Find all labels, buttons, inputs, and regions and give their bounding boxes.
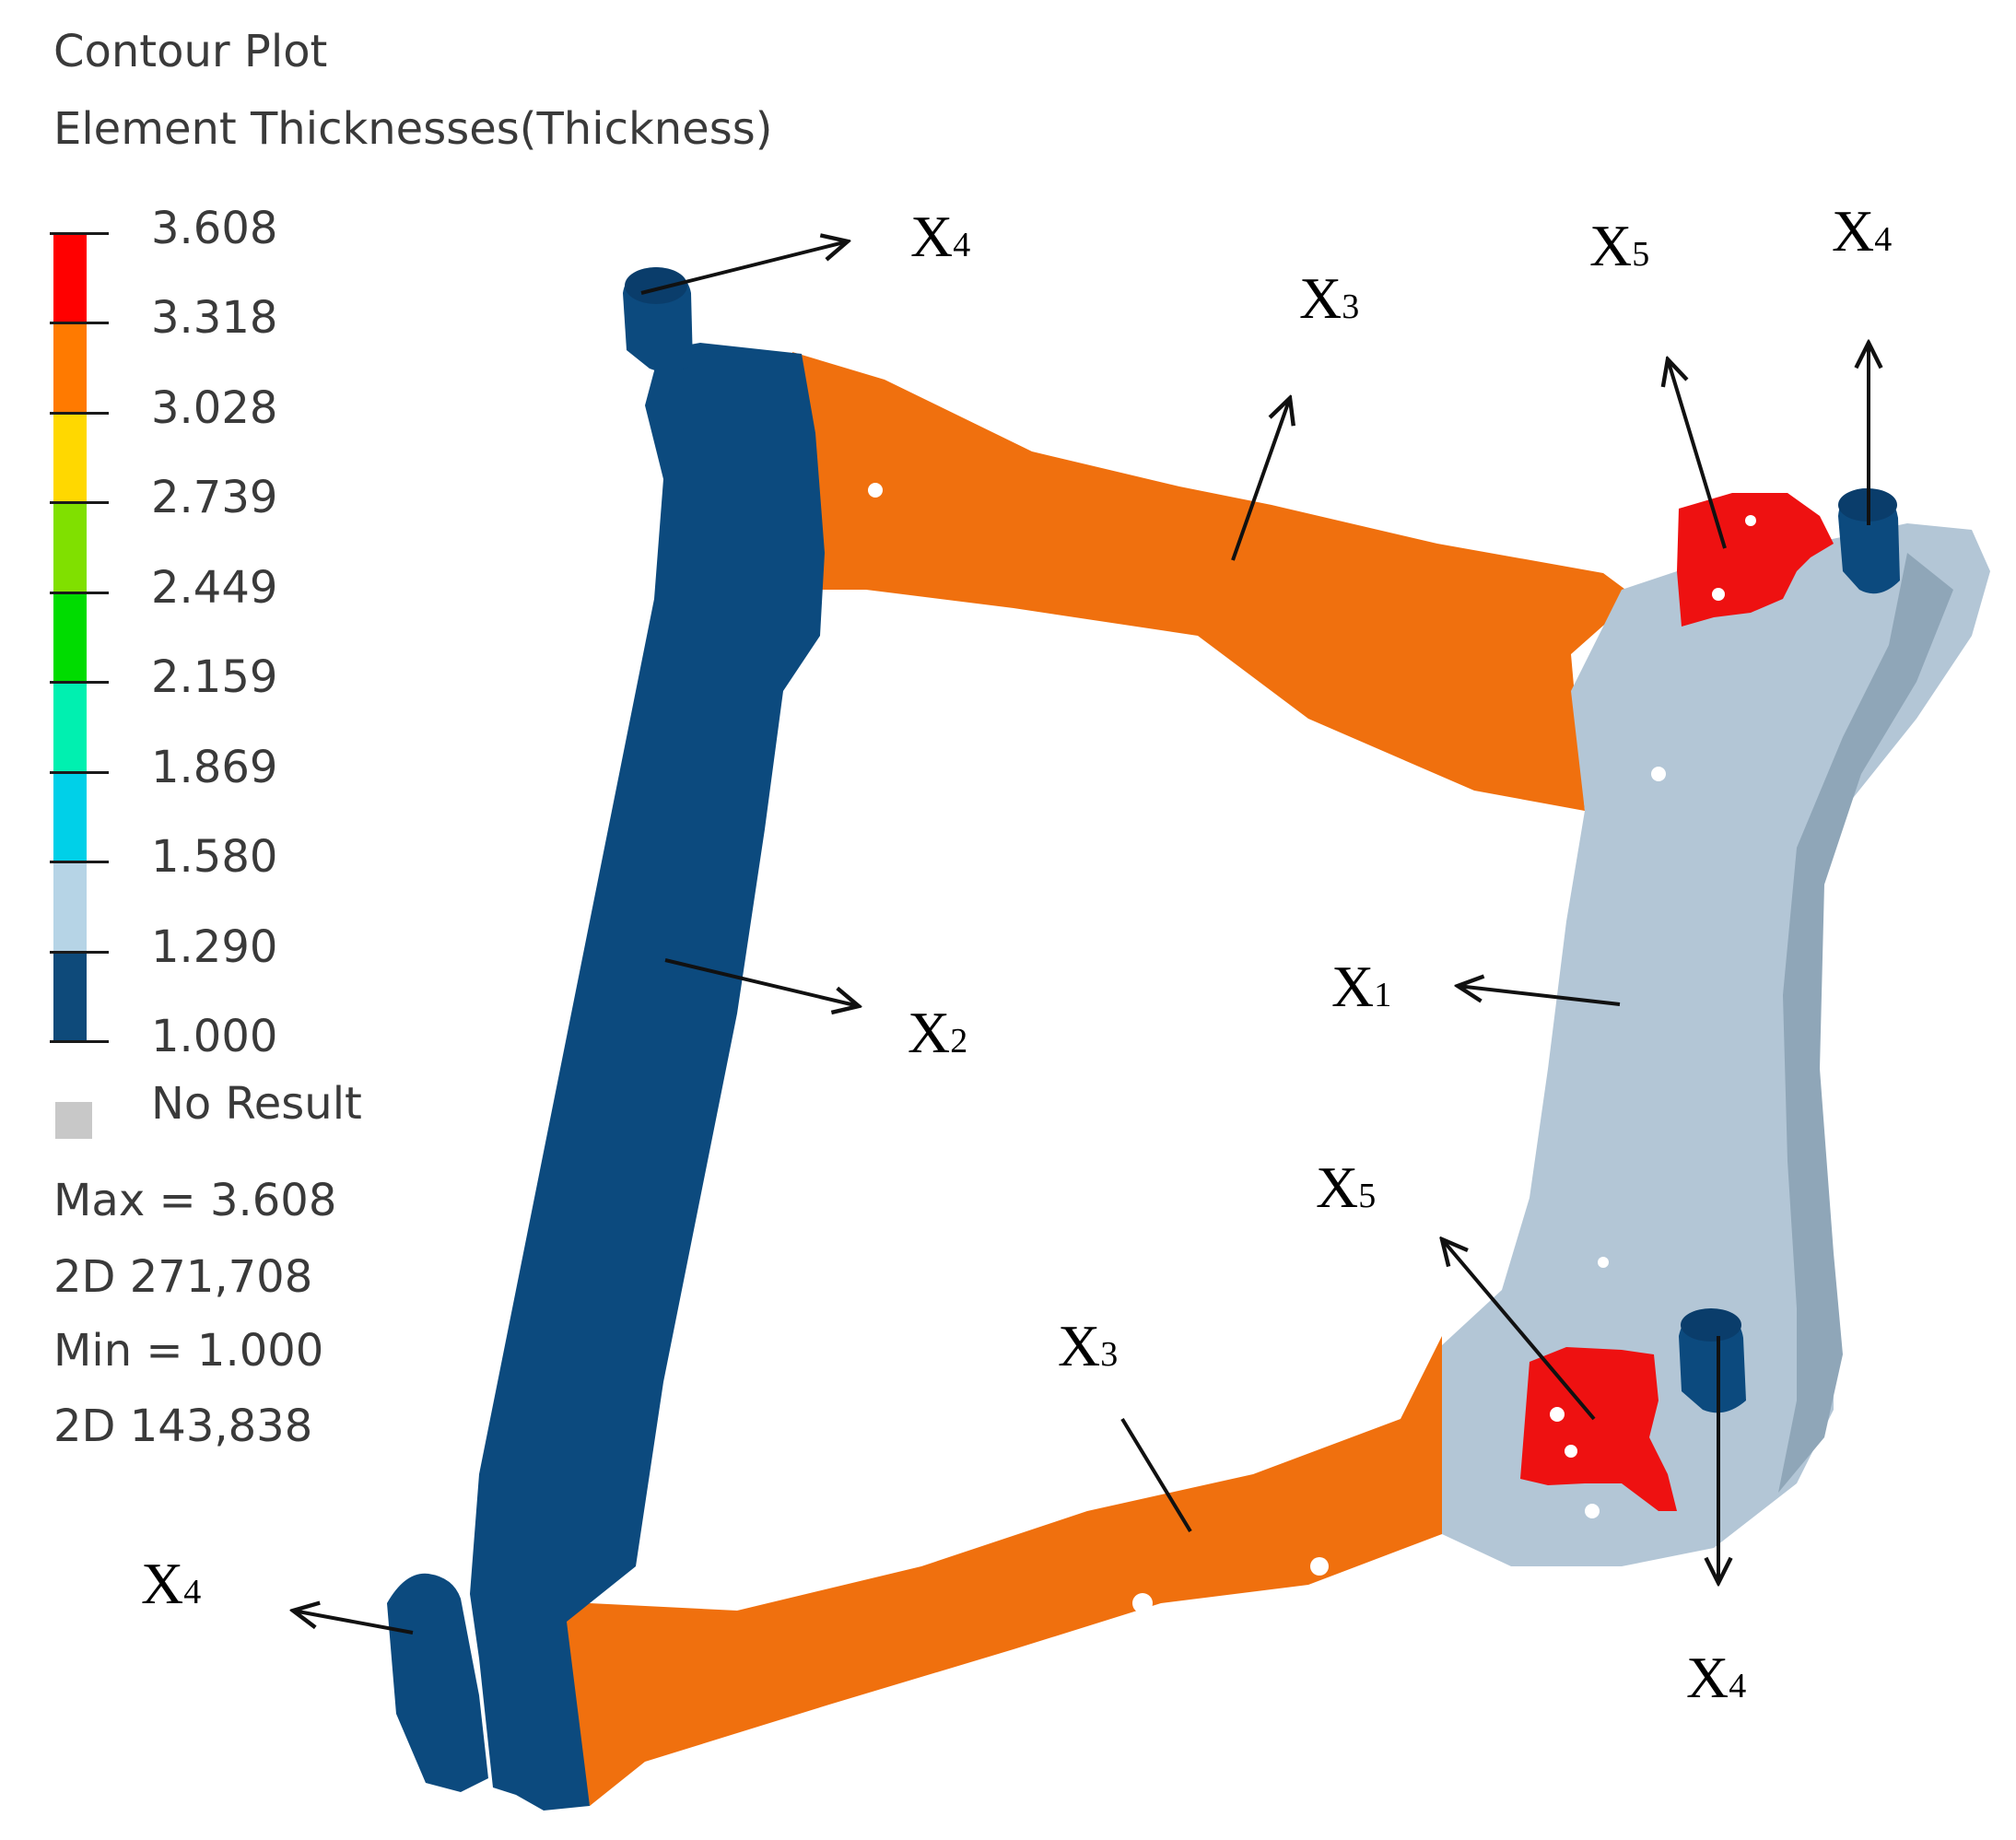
legend-tick-label: 1.580 xyxy=(151,831,278,883)
legend-tick-label: 1.869 xyxy=(151,742,278,793)
color-legend-bar xyxy=(53,232,87,1041)
legend-tick xyxy=(50,412,109,415)
legend-swatch-7 xyxy=(53,771,87,861)
legend-swatch-6 xyxy=(53,681,87,771)
arrow-x5-top xyxy=(1668,359,1727,549)
legend-tick-label: 2.449 xyxy=(151,562,278,614)
legend-swatch-8 xyxy=(53,861,87,951)
legend-tick-label: 1.290 xyxy=(151,921,278,973)
hole xyxy=(1598,1257,1609,1268)
hole xyxy=(1745,515,1756,526)
label-x4-bottom-right: X4 xyxy=(1686,1645,1746,1710)
arrow-x1 xyxy=(1458,986,1621,1006)
x4-mount-bottom-left xyxy=(387,1573,488,1792)
arrow-x5-bottom xyxy=(1442,1239,1596,1421)
legend-tick-label: 3.608 xyxy=(151,203,278,254)
no-result-swatch xyxy=(55,1102,92,1139)
x5-bracket-bottom xyxy=(1520,1347,1677,1511)
legend-tick xyxy=(50,592,109,594)
arrow-x3-bottom xyxy=(1120,1417,1192,1533)
label-x3-bottom: X3 xyxy=(1058,1313,1118,1378)
legend-tick-label: 3.318 xyxy=(151,292,278,344)
label-x2: X2 xyxy=(908,1000,967,1065)
label-x3-top: X3 xyxy=(1299,265,1359,331)
x3-upper-arm xyxy=(792,352,1635,811)
x3-lower-arm xyxy=(560,1336,1442,1806)
legend-swatch-9 xyxy=(53,951,87,1041)
legend-swatch-5 xyxy=(53,592,87,682)
legend-tick xyxy=(50,771,109,774)
callout-arrows xyxy=(293,241,1869,1635)
legend-tick xyxy=(50,501,109,504)
arrow-x4-top-left xyxy=(640,241,848,295)
legend-tick xyxy=(50,232,109,235)
hole xyxy=(1310,1557,1329,1576)
legend-swatch-2 xyxy=(53,322,87,412)
arrow-x3-top xyxy=(1231,398,1290,561)
label-x4-bottom-left: X4 xyxy=(141,1551,201,1616)
arrow-x2 xyxy=(664,958,859,1006)
callout-labels: X4 X3 X5 X4 X1 X2 X5 X3 X4 X4 xyxy=(141,198,1892,1710)
legend-tick xyxy=(50,951,109,954)
legend-swatch-1 xyxy=(53,232,87,322)
legend-tick xyxy=(50,861,109,863)
label-x4-top-right: X4 xyxy=(1832,198,1892,264)
hole xyxy=(1651,767,1666,781)
label-x1: X1 xyxy=(1331,954,1391,1019)
label-x5-top: X5 xyxy=(1589,213,1649,278)
x4-mount-top-left-cap xyxy=(625,267,687,304)
legend-tick-label: 2.159 xyxy=(151,651,278,703)
hole xyxy=(1132,1593,1153,1613)
legend-tick-label: 3.028 xyxy=(151,382,278,434)
legend-swatch-3 xyxy=(53,412,87,502)
label-x5-bottom: X5 xyxy=(1316,1154,1376,1220)
mounting-holes xyxy=(868,483,1756,1613)
legend-tick xyxy=(50,1040,109,1043)
plot-subtitle: Element Thicknesses(Thickness) xyxy=(53,103,773,155)
hole xyxy=(1712,588,1725,601)
max-element-id: 2D 271,708 xyxy=(53,1251,313,1303)
plot-title: Contour Plot xyxy=(53,26,328,77)
min-value: Min = 1.000 xyxy=(53,1325,324,1377)
min-element-id: 2D 143,838 xyxy=(53,1401,313,1452)
legend-tick xyxy=(50,681,109,684)
legend-tick-label: 2.739 xyxy=(151,472,278,523)
arrow-x4-bottom-left xyxy=(293,1611,414,1635)
legend-tick xyxy=(50,322,109,324)
no-result-label: No Result xyxy=(151,1078,362,1130)
x4-mount-bottom-right-cap xyxy=(1681,1308,1741,1342)
hole xyxy=(1550,1407,1565,1422)
legend-tick-label: 1.000 xyxy=(151,1011,278,1062)
max-value: Max = 3.608 xyxy=(53,1175,337,1226)
hole xyxy=(868,483,883,498)
hole xyxy=(1565,1445,1577,1458)
x2-front-side-rail xyxy=(470,343,825,1811)
hole xyxy=(1585,1504,1600,1518)
x1-flange-shade xyxy=(1778,553,1953,1493)
label-x4-top-left: X4 xyxy=(910,204,970,269)
legend-swatch-4 xyxy=(53,501,87,592)
